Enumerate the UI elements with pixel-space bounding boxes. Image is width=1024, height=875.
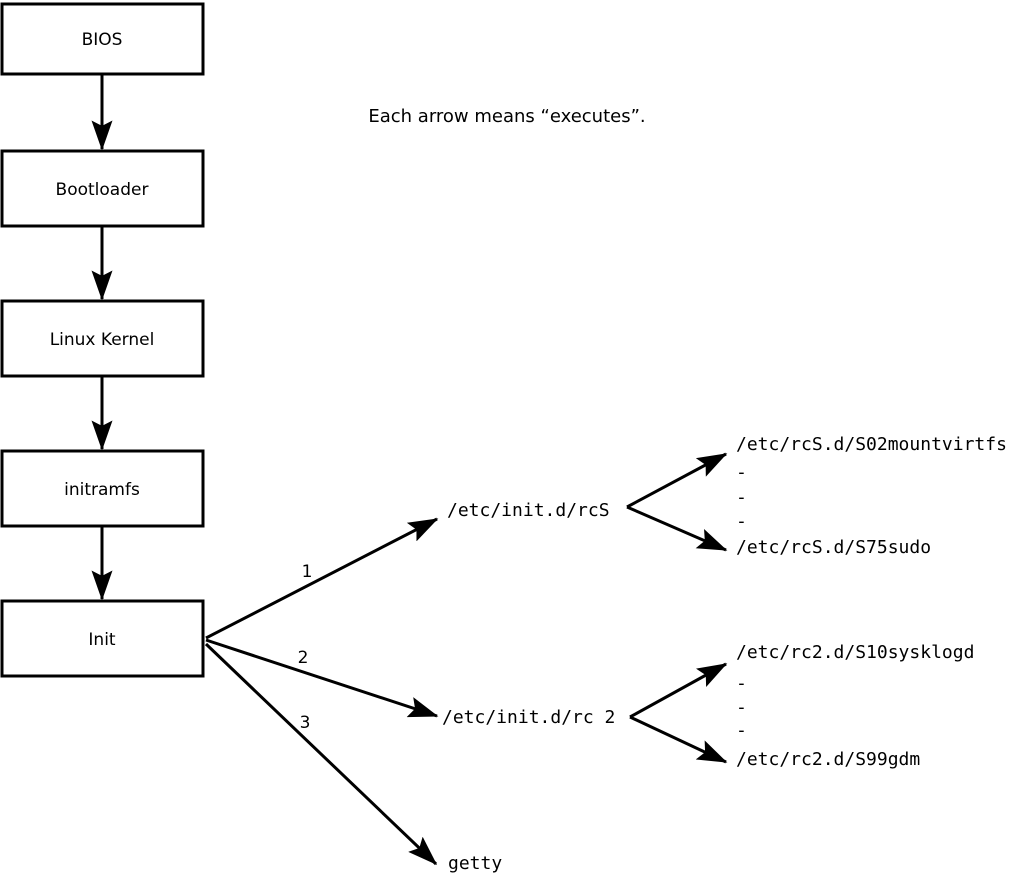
init-label: Init xyxy=(88,630,116,650)
bootloader-label: Bootloader xyxy=(56,180,149,200)
rc2-ellipsis-dash: - xyxy=(736,720,747,741)
node-initramfs: initramfs xyxy=(0,449,205,528)
arrow-label-2: 2 xyxy=(298,648,309,668)
rc2-last-script-label: /etc/rc2.d/S99gdm xyxy=(736,749,920,770)
arrow-rcS-to-first-script xyxy=(626,452,728,509)
getty-label: getty xyxy=(448,853,502,874)
rc2-ellipsis-dash: - xyxy=(736,673,747,694)
arrow-rc2-to-first-script xyxy=(629,662,728,719)
bios-box xyxy=(0,2,205,76)
arrow-label-1: 1 xyxy=(302,562,313,582)
rc2-first-script-label: /etc/rc2.d/S10sysklogd xyxy=(736,642,974,663)
rc2-ellipsis-dash: - xyxy=(736,697,747,718)
arrow-init-to-getty xyxy=(204,642,438,866)
rcS-last-script-label: /etc/rcS.d/S75sudo xyxy=(736,537,931,558)
rc2-path-label: /etc/init.d/rc 2 xyxy=(442,707,615,728)
arrow-init-to-rcS xyxy=(205,517,439,640)
arrow-init-to-rc2 xyxy=(205,638,439,718)
arrow-label-3: 3 xyxy=(300,713,311,733)
arrow-rcS-to-last-script xyxy=(626,505,728,552)
bootloader-box xyxy=(0,149,205,228)
rcS-ellipsis-dash: - xyxy=(736,487,747,508)
note-arrow-meaning: Each arrow means “executes”. xyxy=(368,106,645,127)
arrow-rc2-to-last-script xyxy=(629,715,728,764)
rcS-path-label: /etc/init.d/rcS xyxy=(447,500,610,521)
rcS-ellipsis-dash: - xyxy=(736,462,747,483)
node-linux-kernel: Linux Kernel xyxy=(0,299,205,378)
node-bootloader: Bootloader xyxy=(0,149,205,228)
bios-label: BIOS xyxy=(82,30,123,50)
initramfs-box xyxy=(0,449,205,528)
init-box xyxy=(0,599,205,678)
initramfs-label: initramfs xyxy=(64,480,140,500)
linux-kernel-label: Linux Kernel xyxy=(50,330,155,350)
rcS-first-script-label: /etc/rcS.d/S02mountvirtfs xyxy=(736,434,1007,455)
rcS-ellipsis-dash: - xyxy=(736,511,747,532)
node-bios: BIOS xyxy=(0,2,205,76)
node-init: Init xyxy=(0,599,205,678)
